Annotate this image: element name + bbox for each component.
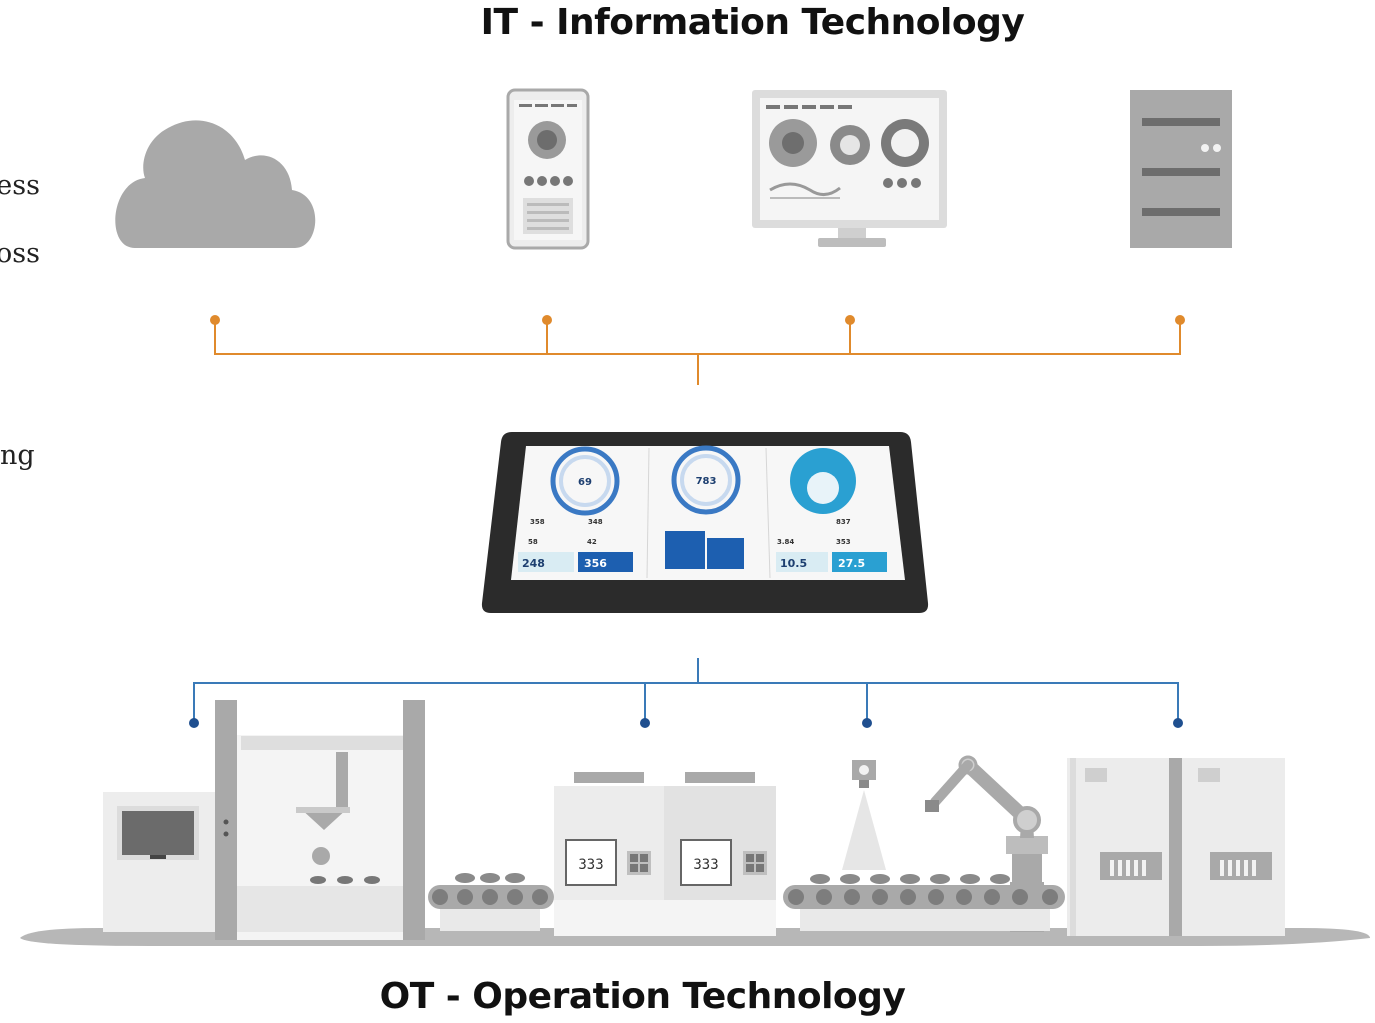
hmi-row-value: 358: [530, 518, 545, 526]
side-text-2: oss: [0, 238, 40, 269]
conveyor-2: [783, 874, 1065, 931]
it-node-phone: [542, 315, 552, 325]
hmi-row-value: 42: [587, 538, 597, 546]
side-text-1: ess: [0, 170, 40, 201]
ot-title: OT - Operation Technology: [379, 976, 906, 1017]
monitor-icon: [752, 90, 947, 247]
hmi-row-value: 348: [588, 518, 603, 526]
camera-inspection: [842, 760, 886, 870]
hmi-tile-value: 356: [584, 557, 607, 570]
server-icon: [1130, 90, 1232, 248]
hmi-tile-value: 248: [522, 557, 545, 570]
dispensing-station: [215, 700, 425, 940]
ot-node-2: [640, 718, 650, 728]
hmi-gauge-2-value: 783: [696, 476, 717, 487]
ot-node-1: [189, 718, 199, 728]
it-node-cloud: [210, 315, 220, 325]
processing-machines: [554, 772, 776, 936]
side-text-3: ng: [0, 440, 35, 471]
hmi-tile-value: 27.5: [838, 557, 865, 570]
conveyor-1: [428, 873, 554, 931]
it-node-server: [1175, 315, 1185, 325]
hmi-row-value: 3.84: [777, 538, 794, 546]
hmi-bar-2: [707, 538, 744, 569]
hmi-row-value: 58: [528, 538, 538, 546]
ot-node-3: [862, 718, 872, 728]
ot-node-4: [1173, 718, 1183, 728]
hmi-tile-value: 10.5: [780, 557, 807, 570]
machine-display-1: 333: [578, 857, 603, 873]
packaging-cabinets: [1067, 758, 1285, 936]
hmi-bar-1: [665, 531, 705, 569]
hmi-row-value: 353: [836, 538, 851, 546]
machine-display-2: 333: [693, 857, 718, 873]
ot-network-bus: [193, 658, 1179, 723]
cloud-icon: [115, 120, 316, 248]
hmi-row-value: 837: [836, 518, 851, 526]
it-title: IT - Information Technology: [480, 2, 1025, 43]
hmi-gauge-1-value: 69: [578, 477, 592, 488]
hmi-panel: [481, 432, 929, 613]
smartphone-icon: [506, 88, 590, 250]
it-network-bus: [214, 320, 1181, 385]
control-cabinet: [103, 792, 215, 932]
it-node-monitor: [845, 315, 855, 325]
